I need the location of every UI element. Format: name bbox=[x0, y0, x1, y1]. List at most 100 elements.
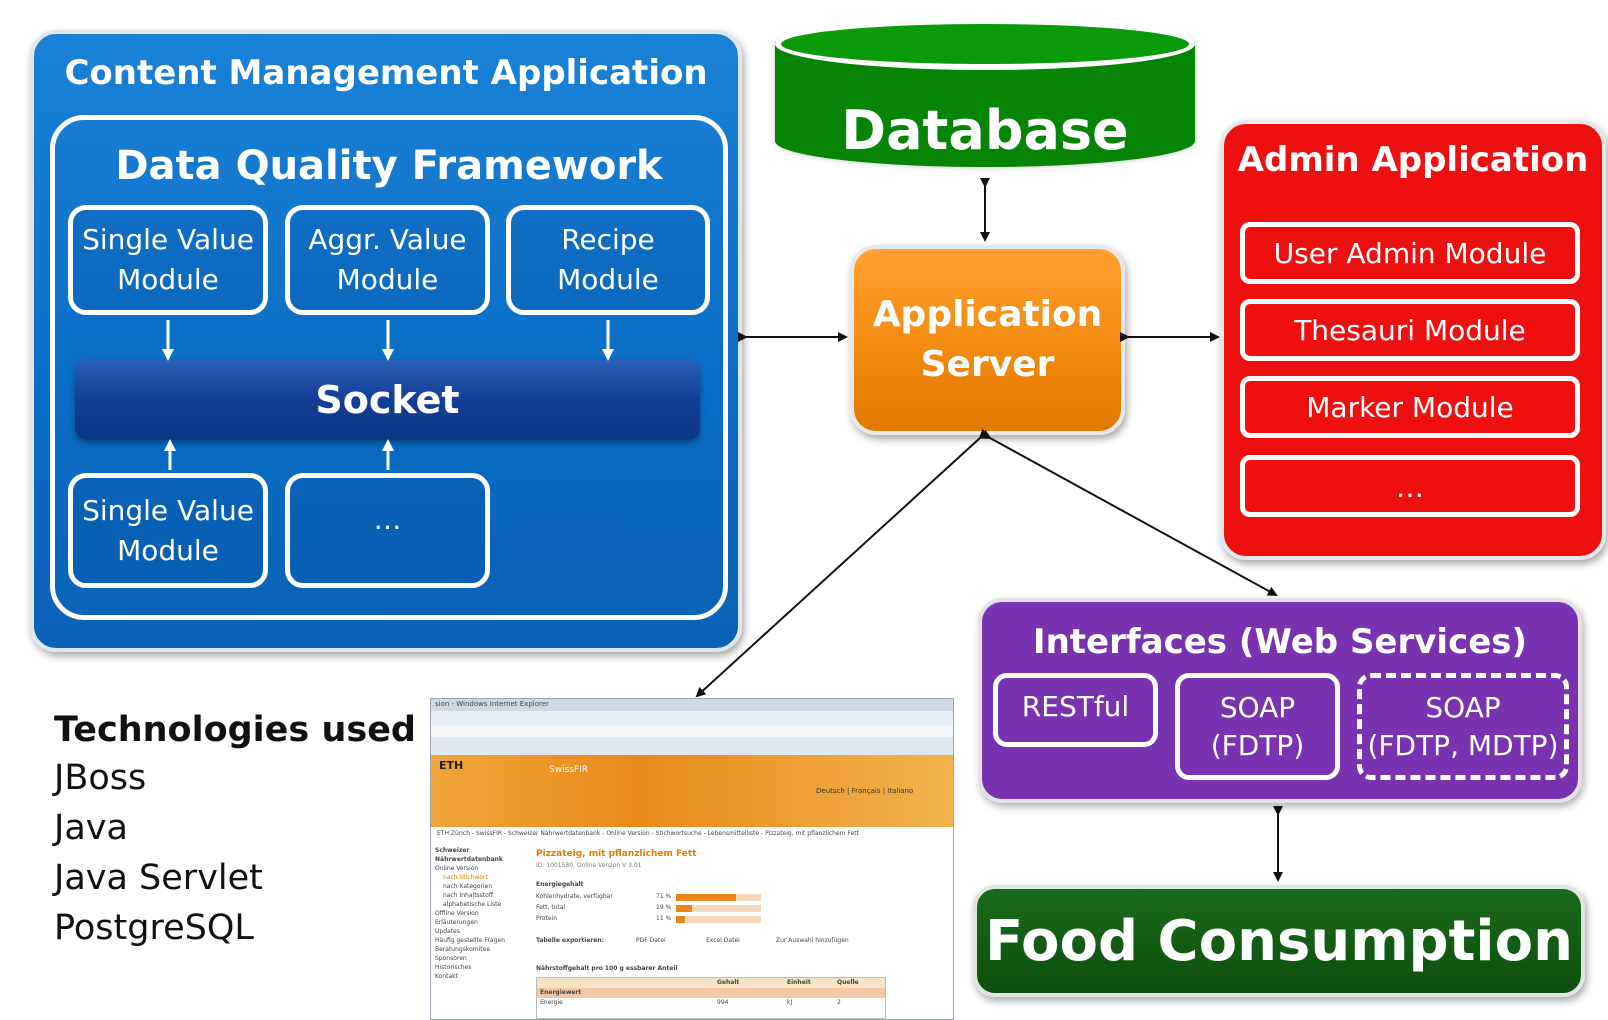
interface-label-line1: SOAP bbox=[1219, 690, 1296, 724]
module-label-line1: Aggr. Value bbox=[308, 223, 467, 256]
nutrient-table-title: Nährstoffgehalt pro 100 g essbarer Antei… bbox=[536, 965, 678, 972]
table-section-label: Energiewert bbox=[540, 989, 582, 996]
sidebar-link[interactable]: nach Inhaltsstoff bbox=[443, 892, 493, 899]
interface-label: RESTful bbox=[1021, 690, 1130, 723]
sidebar-link[interactable]: Häufig gestellte Fragen bbox=[435, 937, 505, 944]
module-label-line1: Single Value bbox=[82, 223, 254, 256]
interface-label-line2: (FDTP) bbox=[1210, 728, 1305, 762]
browser-title-bar: sion - Windows Internet Explorer bbox=[431, 699, 953, 711]
table-header-cell: Quelle bbox=[837, 979, 859, 986]
app-server-line1: Application bbox=[872, 294, 1103, 335]
table-cell: 994 bbox=[717, 999, 729, 1006]
user-admin-module: User Admin Module bbox=[1240, 222, 1580, 284]
admin-application-box bbox=[1220, 120, 1606, 560]
tech-item: PostgreSQL bbox=[54, 908, 254, 948]
marker-module: Marker Module bbox=[1240, 376, 1580, 438]
restful-interface: RESTful bbox=[993, 673, 1158, 747]
swissfir-brand: SwissFIR bbox=[549, 765, 589, 775]
more-modules-box: … bbox=[285, 473, 490, 588]
interface-label-line2: (FDTP, MDTP) bbox=[1367, 728, 1559, 762]
export-excel-link[interactable]: Excel Datei bbox=[706, 937, 740, 944]
nutrient-bar-track bbox=[676, 894, 761, 901]
module-label-line2: Module bbox=[336, 263, 439, 296]
tech-item: Java Servlet bbox=[54, 858, 263, 898]
content-management-application-box bbox=[30, 30, 742, 652]
thesauri-module: Thesauri Module bbox=[1240, 299, 1580, 361]
add-to-list-link[interactable]: Zur Auswahl hinzufügen bbox=[776, 937, 849, 944]
nutrient-bar-track bbox=[676, 905, 761, 912]
interfaces-title: Interfaces (Web Services) bbox=[1032, 622, 1528, 662]
table-cell: Energie bbox=[540, 999, 563, 1006]
sidebar-link[interactable]: alphabetische Liste bbox=[443, 901, 502, 908]
soap-fdtp-interface: SOAP (FDTP) bbox=[1175, 673, 1340, 780]
food-item-id: ID: 1001580, Online Version V 3.01 bbox=[536, 862, 642, 869]
module-label-line2: Module bbox=[117, 533, 219, 567]
sidebar-link[interactable]: nach Kategorien bbox=[443, 883, 493, 890]
energy-label: Energiegehalt bbox=[536, 881, 584, 888]
admin-title: Admin Application bbox=[1237, 140, 1589, 180]
table-cell: kJ bbox=[787, 999, 793, 1006]
export-pdf-link[interactable]: PDF Datei bbox=[636, 937, 666, 944]
nutrient-table: Gehalt Einheit Quelle Energiewert Energi… bbox=[536, 977, 886, 1019]
module-label-line2: Module bbox=[557, 263, 659, 296]
sidebar-link[interactable]: Nährwertdatenbank bbox=[435, 856, 503, 863]
nutrient-name: Protein bbox=[536, 915, 558, 922]
module-label-line2: Module bbox=[117, 263, 219, 296]
sidebar-link[interactable]: nach Stichwort bbox=[443, 874, 488, 881]
database-cylinder-top bbox=[775, 18, 1195, 70]
table-row: Energie 994 kJ 2 bbox=[537, 998, 885, 1008]
socket-bar: Socket bbox=[75, 360, 700, 440]
browser-menu-bar bbox=[431, 725, 953, 737]
nutrient-bar-fill bbox=[676, 905, 693, 912]
cma-title: Content Management Application bbox=[64, 53, 708, 93]
food-item-heading: Pizzateig, mit pflanzlichem Fett bbox=[536, 849, 697, 859]
nutrient-name: Kohlenhydrate, verfügbar bbox=[536, 893, 613, 900]
table-header-cell: Gehalt bbox=[717, 979, 740, 986]
site-breadcrumb: ETH Zürich - SwissFIR - Schweizer Nährwe… bbox=[431, 829, 953, 841]
nutrient-name: Fett, total bbox=[536, 904, 566, 911]
sidebar-link[interactable]: Updates bbox=[435, 928, 460, 935]
sidebar-link[interactable]: Erläuterungen bbox=[435, 919, 478, 926]
interface-label-line1: SOAP bbox=[1425, 690, 1501, 724]
food-consumption-box: Food Consumption bbox=[973, 885, 1585, 997]
language-links: Deutsch | Français | Italiano bbox=[816, 787, 914, 795]
module-label-line1: Single Value bbox=[82, 493, 254, 527]
sidebar-link[interactable]: Sponsoren bbox=[435, 955, 467, 962]
interfaces-web-services-box bbox=[978, 598, 1582, 803]
dqf-title: Data Quality Framework bbox=[115, 143, 663, 189]
arrow-app-server-web-client bbox=[695, 428, 990, 698]
nutrient-percent: 71 % bbox=[656, 893, 672, 900]
export-label: Tabelle exportieren: bbox=[536, 937, 605, 944]
technologies-title: Technologies used bbox=[54, 710, 416, 750]
app-server-line2: Server bbox=[920, 344, 1055, 385]
sidebar-link[interactable]: Kontakt bbox=[435, 973, 458, 980]
web-client-screenshot: sion - Windows Internet Explorer ETH Swi… bbox=[430, 698, 954, 1020]
sidebar-link[interactable]: Offline Version bbox=[435, 910, 479, 917]
site-header-banner: ETH SwissFIR Deutsch | Français | Italia… bbox=[431, 755, 953, 827]
nutrient-bar-fill bbox=[676, 916, 686, 923]
tech-item: JBoss bbox=[54, 758, 147, 798]
database-label: Database bbox=[841, 98, 1129, 162]
table-header-cell: Einheit bbox=[787, 979, 811, 986]
nutrient-percent: 19 % bbox=[656, 904, 672, 911]
sidebar-link[interactable]: Schweizer bbox=[435, 847, 470, 854]
sidebar-link[interactable]: Historisches bbox=[435, 964, 472, 971]
more-modules-label: … bbox=[373, 503, 402, 536]
nutrient-percent: 11 % bbox=[656, 915, 672, 922]
soap-fdtp-mdtp-interface: SOAP (FDTP, MDTP) bbox=[1357, 673, 1569, 780]
table-cell: 2 bbox=[837, 999, 841, 1006]
sidebar-link[interactable]: Online Version bbox=[435, 865, 479, 872]
breadcrumb-text: ETH Zürich - SwissFIR - Schweizer Nährwe… bbox=[437, 830, 859, 837]
sidebar-link[interactable]: Beratungskomitee bbox=[435, 946, 491, 953]
module-label-line1: Recipe bbox=[561, 223, 655, 256]
arrow-app-server-interfaces bbox=[980, 429, 1278, 596]
nutrient-bar-fill bbox=[676, 894, 737, 901]
nutrient-bar-track bbox=[676, 916, 761, 923]
eth-logo: ETH bbox=[439, 759, 464, 772]
data-quality-framework-box bbox=[50, 115, 728, 620]
